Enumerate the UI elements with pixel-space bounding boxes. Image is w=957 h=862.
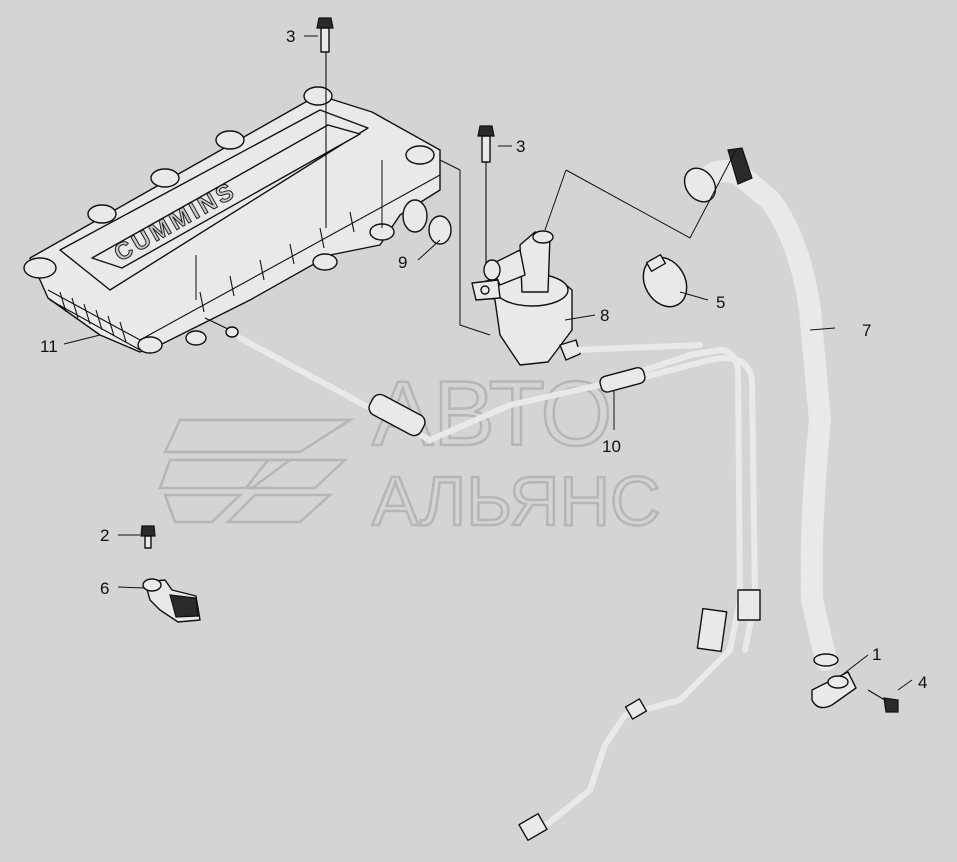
callout-11: 11 [40, 337, 58, 356]
callout-3-mid: 3 [516, 137, 525, 156]
breather-separator [471, 230, 581, 366]
tube-assembly [237, 335, 761, 841]
callout-9: 9 [398, 253, 407, 272]
callout-7: 7 [862, 321, 871, 340]
bolt-mid [477, 125, 495, 270]
large-hose [683, 147, 839, 671]
sensor [142, 578, 201, 623]
callouts: 3 3 9 8 5 7 10 11 2 6 1 4 [40, 27, 927, 692]
bolt-clip [867, 689, 899, 713]
callout-1: 1 [872, 645, 881, 664]
callout-4: 4 [918, 673, 927, 692]
callout-3-top: 3 [286, 27, 295, 46]
bolt-top [316, 17, 334, 228]
hose-clamp [642, 253, 688, 308]
watermark-line2: АЛЬЯНС [372, 462, 661, 540]
callout-6: 6 [100, 579, 109, 598]
hose-clip [811, 671, 857, 709]
callout-2: 2 [100, 526, 109, 545]
callout-5: 5 [716, 293, 725, 312]
callout-10: 10 [602, 437, 621, 456]
engine-cover: CUMMINS [23, 86, 441, 354]
watermark-logo [158, 418, 355, 524]
leader-lines [63, 35, 913, 691]
callout-8: 8 [600, 306, 609, 325]
bolt-sensor [140, 525, 156, 549]
o-ring [428, 215, 452, 245]
